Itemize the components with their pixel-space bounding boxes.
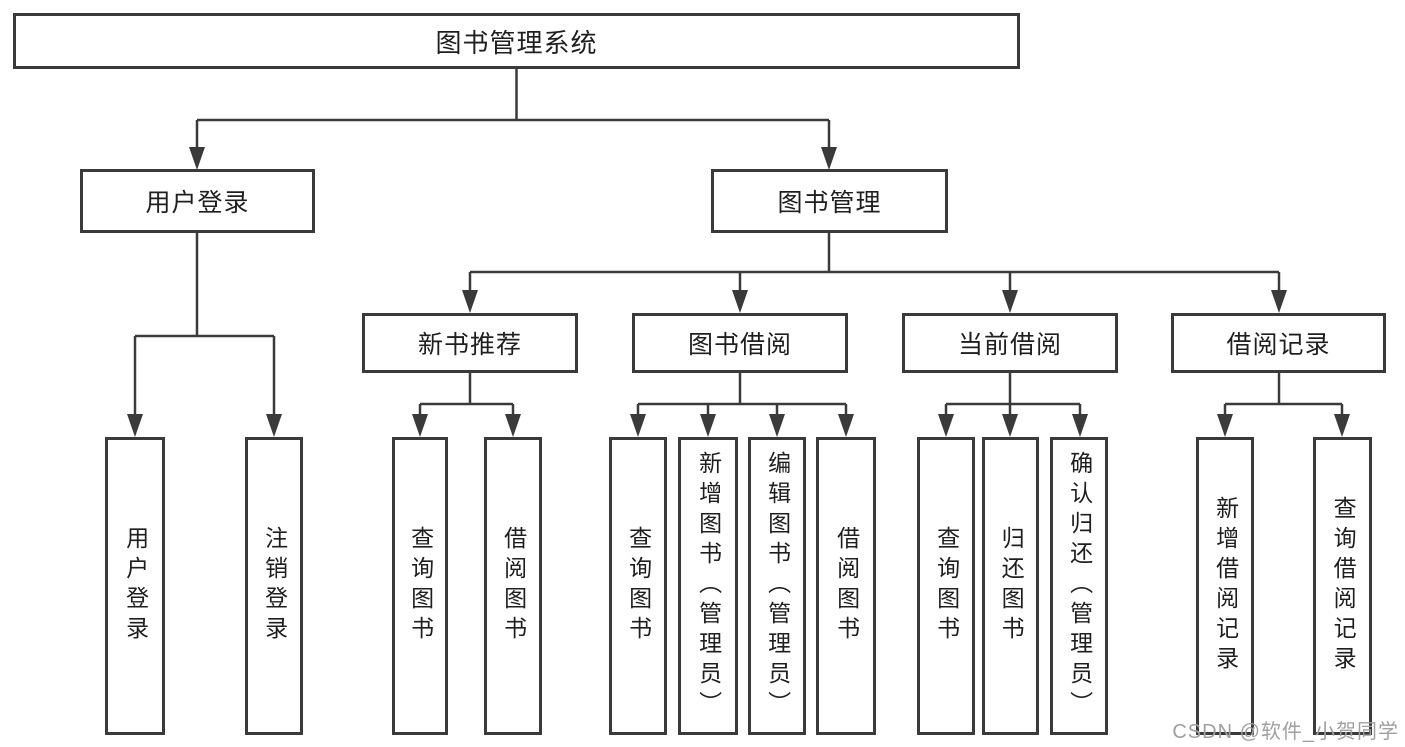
node-add-book-admin: 新增图书（管理员） [678, 437, 738, 735]
node-label: 图书借阅 [687, 331, 792, 359]
node-label: 查询图书 [407, 526, 434, 646]
node-label: 借阅图书 [833, 526, 860, 646]
node-label: 用户登录 [122, 526, 149, 646]
node-label: 新书推荐 [417, 331, 522, 359]
node-library-system: 图书管理系统 [13, 13, 1020, 69]
node-return-book: 归还图书 [982, 437, 1039, 735]
node-add-borrow-record: 新增借阅记录 [1196, 437, 1254, 735]
node-current-borrowing: 当前借阅 [902, 313, 1118, 373]
node-leaf-user-login: 用户登录 [105, 437, 165, 735]
node-label: 用户登录 [145, 189, 250, 217]
node-confirm-return-admin: 确认归还（管理员） [1050, 437, 1108, 735]
node-user-login: 用户登录 [80, 169, 315, 233]
node-label: 查询借阅记录 [1330, 496, 1357, 676]
node-label: 图书管理 [777, 189, 882, 217]
node-label: 图书管理系统 [435, 27, 598, 58]
node-label: 借阅记录 [1226, 331, 1331, 359]
node-book-borrowing: 图书借阅 [632, 313, 848, 373]
node-label: 注销登录 [261, 526, 288, 646]
node-new-book-recommend: 新书推荐 [362, 313, 578, 373]
node-borrow-books-recommend: 借阅图书 [484, 437, 542, 735]
node-borrowing-records: 借阅记录 [1171, 313, 1386, 373]
node-query-books-current: 查询图书 [917, 437, 975, 735]
node-label: 归还图书 [998, 526, 1025, 646]
node-label: 当前借阅 [957, 331, 1062, 359]
node-query-borrow-record: 查询借阅记录 [1313, 437, 1372, 735]
node-label: 查询图书 [625, 526, 652, 646]
node-edit-book-admin: 编辑图书（管理员） [748, 437, 806, 735]
node-borrow-books-borrow: 借阅图书 [816, 437, 876, 735]
node-book-management: 图书管理 [711, 169, 948, 233]
node-label: 新增借阅记录 [1212, 496, 1239, 676]
node-label: 查询图书 [933, 526, 960, 646]
node-label: 编辑图书（管理员） [764, 451, 791, 721]
node-label: 确认归还（管理员） [1066, 451, 1093, 721]
node-leaf-logout: 注销登录 [245, 437, 303, 735]
node-query-books-borrow: 查询图书 [609, 437, 667, 735]
node-query-books-recommend: 查询图书 [392, 437, 448, 735]
csdn-watermark: CSDN @软件_小贺同学 [1172, 721, 1399, 743]
node-label: 新增图书（管理员） [695, 451, 722, 721]
node-label: 借阅图书 [500, 526, 527, 646]
